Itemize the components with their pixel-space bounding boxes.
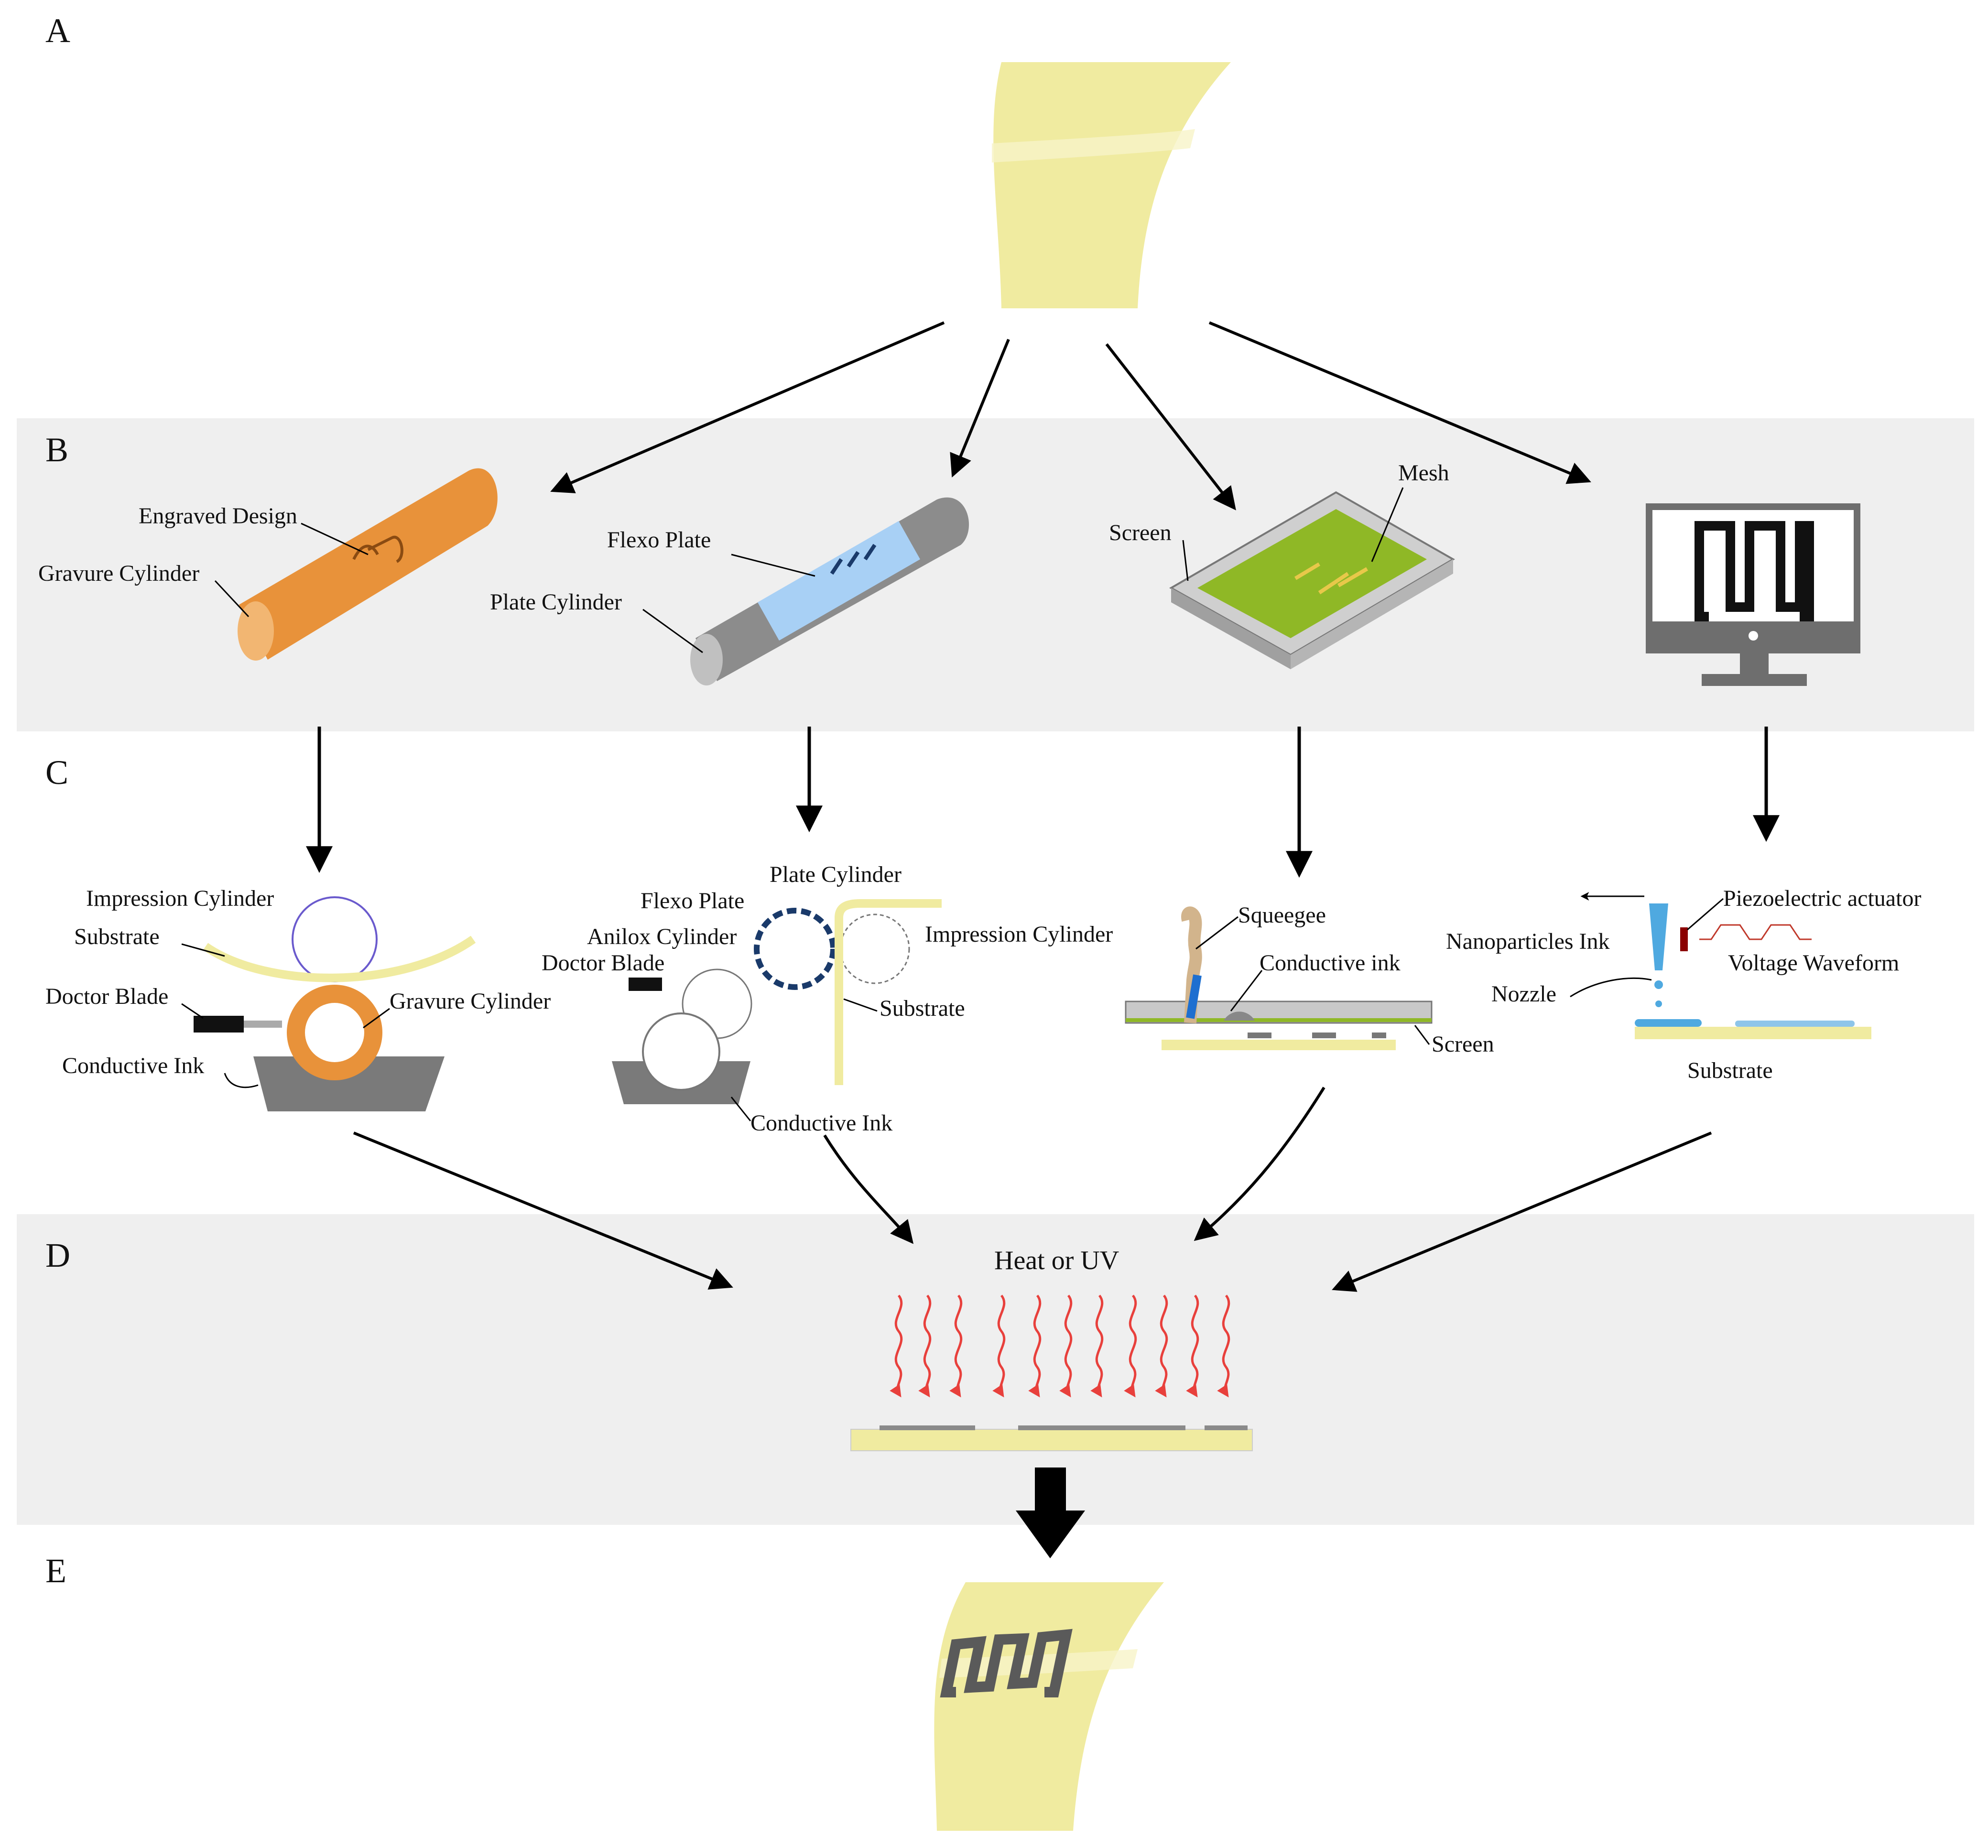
- heat-wave-10: [1186, 1294, 1199, 1398]
- label-plate-cylinder-b: Plate Cylinder: [490, 589, 622, 615]
- heat-wave-2: [918, 1294, 932, 1398]
- heat-wave-4: [992, 1294, 1006, 1398]
- arrow-d-to-e: [1016, 1468, 1085, 1558]
- label-gravure-cylinder-c1: Gravure Cylinder: [390, 989, 551, 1014]
- label-conductive-ink-c1: Conductive Ink: [62, 1053, 204, 1078]
- screen-print-icon: [1125, 906, 1433, 1050]
- leader-substrate-c2: [843, 998, 878, 1012]
- label-conductive-ink-c2: Conductive Ink: [750, 1110, 892, 1136]
- leader-substrate-c1: [181, 943, 225, 957]
- leader-screen-c3: [1414, 1025, 1430, 1045]
- label-plate-cylinder-c2: Plate Cylinder: [770, 862, 902, 887]
- section-label-c: C: [45, 753, 68, 792]
- leader-gravure-cylinder-b: [214, 580, 250, 618]
- substrate-strip-printed-icon: [934, 1582, 1164, 1831]
- leader-flexo-plate-b: [731, 554, 815, 577]
- label-heat-or-uv: Heat or UV: [994, 1246, 1119, 1275]
- leader-squeegee-c3: [1195, 916, 1238, 950]
- label-substrate-c4: Substrate: [1687, 1058, 1773, 1083]
- heat-wave-5: [1028, 1294, 1042, 1398]
- leader-screen-b: [1182, 540, 1189, 581]
- label-doctor-blade-c1: Doctor Blade: [45, 984, 168, 1009]
- heat-wave-1: [890, 1294, 903, 1398]
- heat-wave-8: [1124, 1294, 1137, 1398]
- heat-wave-11: [1217, 1294, 1230, 1398]
- label-substrate-c1: Substrate: [74, 924, 160, 949]
- label-screen-c3: Screen: [1432, 1032, 1494, 1057]
- substrate-strip-blank-icon: [992, 62, 1231, 308]
- arrows-a-to-b: [550, 321, 1591, 511]
- label-mesh-b: Mesh: [1398, 460, 1449, 486]
- flexo-press-icon: [612, 899, 942, 1104]
- label-gravure-cylinder-b: Gravure Cylinder: [38, 561, 199, 586]
- label-squeegee-c3: Squeegee: [1238, 902, 1326, 928]
- label-impression-cylinder-c1: Impression Cylinder: [86, 886, 274, 911]
- label-voltage-waveform: Voltage Waveform: [1728, 950, 1899, 976]
- inkjet-nozzle-icon: [1580, 892, 1871, 1039]
- heat-wave-9: [1155, 1294, 1168, 1398]
- leader-doctor-blade-c1: [181, 1003, 204, 1019]
- leader-conductive-ink-c1: [224, 1073, 259, 1088]
- heat-wave-6: [1059, 1294, 1073, 1398]
- label-impression-cylinder-c2: Impression Cylinder: [925, 922, 1113, 947]
- label-screen-b: Screen: [1109, 520, 1172, 545]
- cured-substrate-icon: [850, 1425, 1253, 1451]
- heat-wave-icon: [890, 1294, 1230, 1398]
- label-doctor-blade-c2: Doctor Blade: [542, 950, 664, 976]
- gravure-cylinder-icon: [238, 468, 498, 661]
- label-engraved-design: Engraved Design: [139, 503, 297, 529]
- label-anilox-cylinder-c2: Anilox Cylinder: [587, 924, 737, 949]
- screen-frame-icon: [1169, 491, 1455, 669]
- leader-nozzle: [1570, 977, 1652, 998]
- section-label-a: A: [45, 11, 70, 50]
- flexo-cylinder-icon: [690, 497, 969, 685]
- arrows-b-to-c: [306, 727, 1780, 878]
- label-nozzle: Nozzle: [1491, 981, 1556, 1007]
- monitor-icon: [1646, 503, 1860, 686]
- label-piezoelectric-actuator: Piezoelectric actuator: [1723, 886, 1921, 911]
- label-flexo-plate-c2: Flexo Plate: [641, 888, 744, 913]
- heat-wave-3: [949, 1294, 963, 1398]
- arrows-c-to-d: [353, 1087, 1712, 1292]
- label-substrate-c2: Substrate: [880, 996, 965, 1021]
- leader-engraved-design: [301, 522, 369, 555]
- section-label-d: D: [45, 1236, 70, 1274]
- gravure-press-icon: [194, 896, 476, 1111]
- heat-wave-7: [1090, 1294, 1104, 1398]
- section-label-b: B: [45, 431, 68, 469]
- label-flexo-plate-b: Flexo Plate: [607, 527, 711, 553]
- leader-plate-cylinder-b: [642, 609, 703, 653]
- leader-conductive-ink-c3: [1230, 970, 1263, 1011]
- leader-gravure-cylinder-c1: [363, 1008, 390, 1029]
- label-conductive-ink-c3: Conductive ink: [1260, 950, 1401, 976]
- section-label-e: E: [45, 1552, 66, 1590]
- leader-conductive-ink-c2: [730, 1097, 751, 1121]
- leader-piezoelectric-actuator: [1687, 898, 1724, 931]
- band-d: [17, 1214, 1974, 1525]
- leader-mesh-b: [1371, 487, 1404, 562]
- label-nanoparticles-ink: Nanoparticles Ink: [1446, 929, 1610, 954]
